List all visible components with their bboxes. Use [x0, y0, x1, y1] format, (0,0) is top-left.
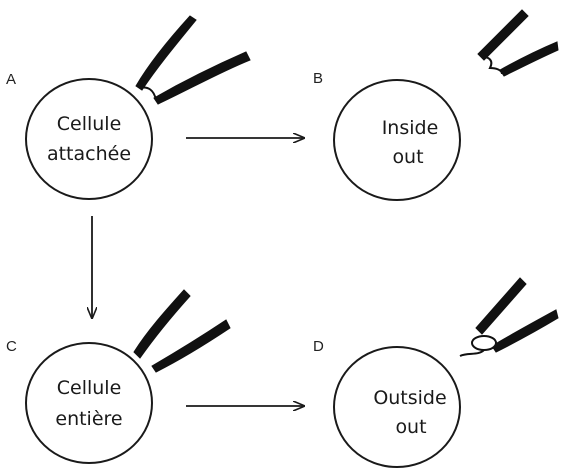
cell-c-line1: Cellule: [57, 377, 122, 399]
panel-c-letter: C: [6, 338, 17, 355]
cell-a-line2: attachée: [47, 143, 131, 165]
cell-b-line2: out: [392, 146, 423, 168]
panel-b-letter: B: [313, 70, 323, 87]
panel-a: A Cellule attachée: [6, 15, 251, 200]
cell-a-line1: Cellule: [57, 113, 122, 135]
panel-c: C Cellule entière: [6, 289, 231, 464]
cell-c: [25, 342, 153, 464]
pipette-b-icon: [477, 9, 559, 77]
cell-d-line2: out: [395, 416, 426, 438]
cell-a: [25, 78, 153, 200]
pipette-c-icon: [133, 289, 231, 373]
cell-b-line1: Inside: [382, 117, 439, 139]
cell-d: [333, 346, 461, 468]
panel-a-letter: A: [6, 71, 16, 88]
pipette-d-icon: [459, 277, 559, 357]
cell-b: [333, 79, 461, 201]
cell-c-line2: entière: [55, 408, 122, 430]
pipette-a-icon: [135, 15, 251, 105]
panel-b: B Inside out: [313, 9, 559, 201]
panel-d: D Outside out: [313, 277, 559, 468]
panel-d-letter: D: [313, 338, 324, 355]
cell-d-line1: Outside: [373, 387, 446, 409]
